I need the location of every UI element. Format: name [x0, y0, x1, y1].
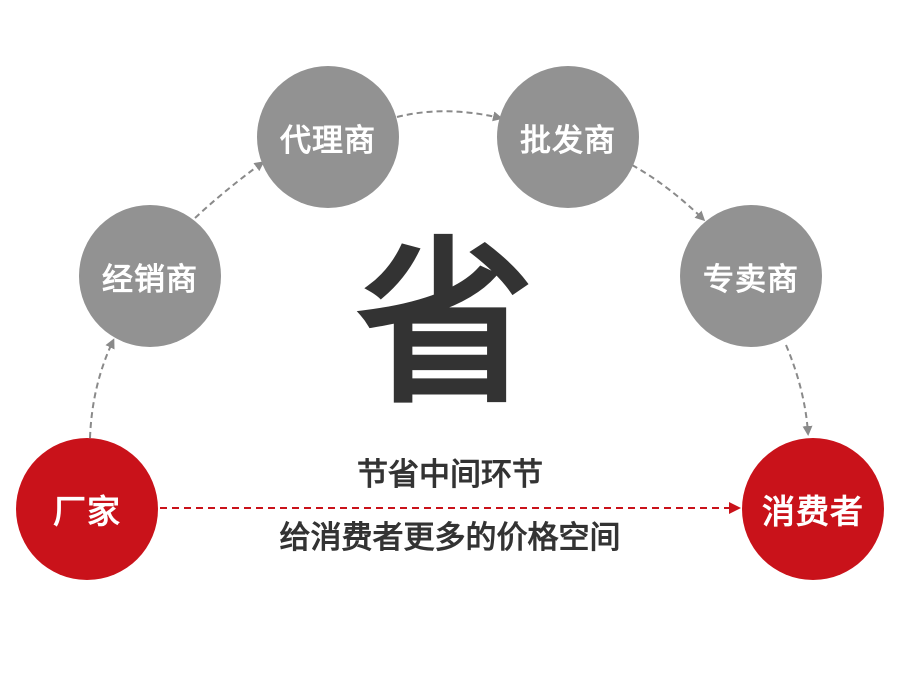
- arrow-daili-to-pifa: [396, 110, 503, 122]
- arrow-changjia-to-jingxiao: [89, 338, 115, 439]
- node-jingxiao: 经销商: [79, 205, 221, 347]
- node-zhuanmai-label: 专卖商: [703, 261, 799, 298]
- node-xiaofei: 消费者: [742, 438, 884, 580]
- arrow-pifa-to-zhuanmai: [631, 164, 706, 222]
- caption-line-2: 给消费者更多的价格空间: [279, 520, 621, 556]
- node-zhuanmai: 专卖商: [680, 205, 822, 347]
- node-changjia-label: 厂家: [53, 492, 121, 531]
- arrow-zhuanmai-to-xiaofei: [785, 344, 813, 436]
- node-daili: 代理商: [257, 66, 399, 208]
- node-pifa-label: 批发商: [520, 122, 616, 159]
- node-jingxiao-label: 经销商: [102, 261, 198, 298]
- node-xiaofei-label: 消费者: [762, 492, 864, 531]
- caption-line-1: 节省中间环节: [357, 457, 543, 493]
- node-daili-label: 代理商: [280, 122, 376, 159]
- node-pifa: 批发商: [497, 66, 639, 208]
- arrow-jingxiao-to-daili: [194, 161, 265, 219]
- node-changjia: 厂家: [16, 438, 158, 580]
- center-big-character: 省: [356, 221, 534, 428]
